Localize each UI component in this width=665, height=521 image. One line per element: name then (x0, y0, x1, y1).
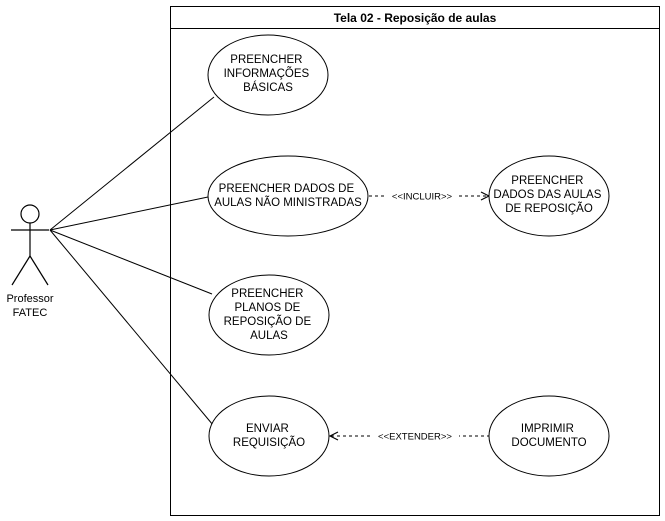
use-case-ellipse (207, 34, 329, 116)
use-case-label-line: PLANOS DE (234, 302, 300, 314)
include-label: <<INCLUIR>> (392, 192, 453, 203)
use-case-ellipse (488, 395, 610, 477)
use-case-ellipse (207, 155, 369, 237)
use-case-label-line: BÁSICAS (243, 81, 293, 94)
actor-right-leg (29, 255, 49, 286)
use-case-label-line: AULAS (250, 330, 288, 342)
use-case-label: PREENCHER DADOS DAS AULAS DE REPOSIÇÃO (493, 175, 604, 215)
associations (49, 96, 215, 426)
use-case-preencher-planos-reposicao[interactable]: PREENCHER PLANOS DE REPOSIÇÃO DE AULAS (208, 274, 330, 356)
association-uc2 (49, 196, 209, 231)
use-case-label-line: PREENCHER (231, 288, 303, 300)
include-label-bg (387, 189, 458, 203)
use-case-preencher-dados-aulas-nao-ministradas[interactable]: PREENCHER DADOS DE AULAS NÃO MINISTRADAS (207, 155, 369, 237)
use-case-label-line: PREENCHER DADOS DE (219, 183, 355, 195)
system-title: Tela 02 - Reposição de aulas (334, 11, 497, 25)
association-uc4 (49, 229, 214, 426)
use-case-label: PREENCHER INFORMAÇÕES BÁSICAS (224, 54, 313, 94)
use-case-ellipse (208, 274, 330, 356)
use-case-preencher-informacoes-basicas[interactable]: PREENCHER INFORMAÇÕES BÁSICAS (207, 34, 329, 116)
use-case-label: ENVIAR REQUISIÇÃO (233, 423, 305, 449)
use-case-label-line: REPOSIÇÃO DE (224, 315, 312, 328)
actor-name-line2: FATEC (13, 307, 48, 319)
include-relation: <<INCLUIR>> (369, 189, 489, 203)
use-case-label: PREENCHER DADOS DE AULAS NÃO MINISTRADAS (214, 183, 362, 209)
use-case-label-line: REQUISIÇÃO (233, 436, 305, 449)
actor-head (20, 204, 40, 224)
extend-relation: <<EXTENDER>> (330, 429, 490, 443)
use-case-enviar-requisicao[interactable]: ENVIAR REQUISIÇÃO (208, 395, 330, 477)
actor-professor: Professor FATEC (6, 204, 54, 319)
use-case-label-line: PREENCHER (511, 175, 583, 187)
use-case-label-line: INFORMAÇÕES (224, 67, 310, 80)
use-case-label-line: PREENCHER (230, 54, 302, 66)
use-case-label-line: DOCUMENTO (511, 437, 586, 449)
use-case-imprimir-documento[interactable]: IMPRIMIR DOCUMENTO (488, 395, 610, 477)
extend-label-bg (372, 429, 459, 443)
actor-left-leg (11, 255, 31, 286)
use-case-label-line: AULAS NÃO MINISTRADAS (214, 196, 362, 209)
use-case-label: IMPRIMIR DOCUMENTO (511, 423, 586, 449)
use-case-label-line: ENVIAR (246, 423, 289, 435)
use-case-label-line: DE REPOSIÇÃO (505, 202, 593, 215)
use-case-ellipse (208, 395, 330, 477)
use-case-preencher-dados-aulas-reposicao[interactable]: PREENCHER DADOS DAS AULAS DE REPOSIÇÃO (488, 155, 610, 237)
association-uc3 (49, 229, 213, 295)
use-case-label-line: IMPRIMIR (521, 423, 574, 435)
use-case-label: PREENCHER PLANOS DE REPOSIÇÃO DE AULAS (224, 288, 315, 342)
use-case-label-line: DADOS DAS AULAS (493, 189, 601, 201)
actor-name-line1: Professor (6, 293, 53, 305)
association-uc1 (49, 96, 215, 231)
use-case-ellipse (488, 155, 610, 237)
extend-label: <<EXTENDER>> (378, 432, 452, 443)
